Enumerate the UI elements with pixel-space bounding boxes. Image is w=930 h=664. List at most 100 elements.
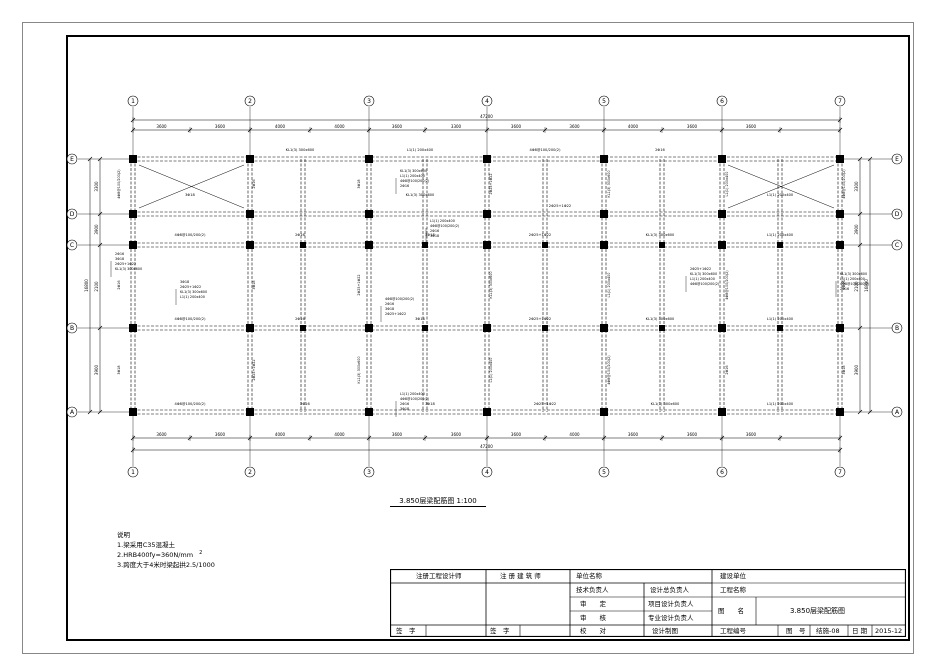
dim-left-label: 3300: [94, 181, 99, 192]
dim-right-label: 3300: [854, 181, 859, 192]
rebar-annotation: 2Φ25+1Φ22: [534, 402, 556, 406]
axis-bubble: [363, 95, 375, 107]
axis-bubble: [481, 95, 493, 107]
axis-bubble: [891, 153, 903, 165]
callout-text: 4Φ8@100/200(2): [430, 224, 460, 228]
column: [300, 242, 306, 248]
opening-cross: [727, 164, 835, 209]
axis-bubble: [891, 406, 903, 418]
dim-right-label: 3900: [854, 224, 859, 235]
axis-label-top: 5: [602, 98, 606, 105]
dim-bottom-total-label: 47200: [480, 444, 493, 449]
axis-bubble: [598, 466, 610, 478]
axis-label-top: 2: [248, 98, 252, 105]
callout-text: 3Φ18: [430, 234, 439, 238]
tb-sign-2: 签 字: [490, 627, 510, 635]
callout-text: 3Φ18: [180, 280, 189, 284]
callout-text: 3Φ18: [400, 407, 409, 411]
rebar-annotation-vertical: 3Φ18: [252, 280, 256, 289]
dim-left-label: 3900: [94, 224, 99, 235]
dim-top-total-label: 47200: [480, 114, 493, 119]
column: [365, 241, 373, 249]
dim-bottom-label: 4000: [334, 432, 345, 437]
dim-left-tick: [97, 242, 103, 248]
dim-right-label: 3900: [854, 364, 859, 375]
callout-text: L1(1) 200x400: [690, 277, 715, 281]
axis-label-top: 3: [367, 98, 371, 105]
callout-text: 2Φ16: [400, 402, 409, 406]
column: [659, 325, 665, 331]
tb-registered-architect: 注 册 建 筑 师: [500, 572, 541, 580]
rebar-annotation: 4Φ8@100/200(2): [529, 148, 561, 152]
axis-label-left: A: [70, 409, 75, 416]
notes-heading: 说明: [117, 531, 130, 539]
axis-bubble: [891, 208, 903, 220]
rebar-annotation-vertical: 4Φ8@100/200(2): [117, 169, 121, 199]
callout-text: 2Φ25+1Φ22: [385, 312, 406, 316]
rebar-annotation-vertical: 4Φ8@100/200(2): [607, 355, 611, 385]
column: [246, 210, 254, 218]
dim-top-label: 3300: [451, 124, 462, 129]
axis-label-top: 4: [485, 98, 489, 105]
note-item-1: 1.梁采用C35混凝土: [117, 541, 176, 550]
rebar-annotation: 2Φ16: [295, 317, 305, 321]
rebar-annotation-vertical: 3Φ18: [357, 179, 361, 188]
axis-bubble: [66, 406, 78, 418]
callout-text: 4Φ8@100/200(2): [400, 179, 430, 183]
column: [365, 210, 373, 218]
tb-design-lead: 设计总负责人: [650, 586, 689, 594]
rebar-annotation: 3Φ18: [185, 193, 195, 197]
callout-text: 2Φ16: [840, 287, 849, 291]
tb-drawing-no: 结施-08: [816, 627, 840, 635]
dim-right-tick: [857, 325, 863, 331]
title-block-grid: [390, 569, 906, 637]
dim-left-tick: [97, 325, 103, 331]
axis-label-bottom: 1: [131, 469, 135, 476]
dim-left-tick: [97, 409, 103, 415]
tb-project-name: 工程名称: [720, 586, 746, 594]
column: [542, 325, 548, 331]
rebar-annotation: 2Φ25+1Φ22: [529, 233, 551, 237]
tb-date-label: 日 期: [852, 627, 868, 635]
dim-bottom-label: 3600: [511, 432, 522, 437]
axis-label-bottom: 6: [720, 469, 724, 476]
rebar-annotation: L1(1) 200x400: [407, 148, 434, 152]
axis-label-bottom: 7: [838, 469, 842, 476]
dim-top-label: 3600: [746, 124, 757, 129]
column: [718, 210, 726, 218]
rebar-annotation: 2Φ25+1Φ22: [529, 317, 551, 321]
axis-bubble: [891, 239, 903, 251]
dim-top-label: 3600: [511, 124, 522, 129]
column: [600, 324, 608, 332]
callout-text: KL1(3) 300x600: [690, 272, 717, 276]
rebar-annotation: KL1(3) 300x600: [646, 317, 675, 321]
column: [365, 324, 373, 332]
axis-label-right: D: [895, 211, 900, 218]
callout-text: 2Φ16: [115, 252, 124, 256]
rebar-annotation: 4Φ8@100/200(2): [174, 233, 206, 237]
sheet-outer-border: [22, 22, 914, 654]
axis-label-right: B: [895, 325, 899, 332]
callout-text: 4Φ8@100/200(2): [690, 282, 720, 286]
rebar-annotation-vertical: KL1(3) 300x600: [357, 356, 361, 383]
rebar-annotation: 3Φ18: [425, 402, 435, 406]
dim-top-label: 4000: [275, 124, 286, 129]
dim-left-total-label: 16800: [84, 279, 89, 292]
drawing-title-underline: [390, 506, 486, 507]
rebar-annotation-vertical: 2Φ16: [117, 280, 121, 289]
rebar-annotation-vertical: KL1(3) 300x600: [489, 271, 493, 298]
callout-text: L1(1) 200x400: [180, 295, 205, 299]
callout-text: L1(1) 200x400: [430, 219, 455, 223]
dim-top-label: 4000: [334, 124, 345, 129]
rebar-annotation-vertical: L1(1) 200x400: [489, 358, 493, 383]
title-block: 注册工程设计师 注 册 建 筑 师 单位名称 技术负责人 审 定 审 核 校 对…: [390, 569, 906, 637]
tb-build-unit: 建设单位: [720, 572, 746, 580]
rebar-annotation: L1(1) 200x400: [767, 193, 794, 197]
axis-bubble: [66, 239, 78, 251]
column: [246, 324, 254, 332]
dim-bottom-label: 3600: [451, 432, 462, 437]
axis-bubble: [363, 466, 375, 478]
axis-label-right: C: [895, 242, 899, 249]
